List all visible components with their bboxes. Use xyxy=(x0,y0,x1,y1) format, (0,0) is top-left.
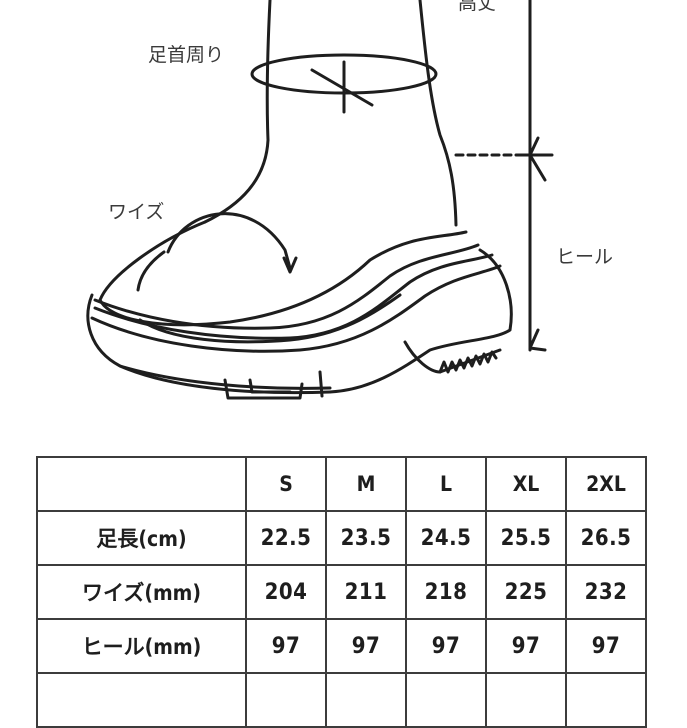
width-arc xyxy=(166,212,292,270)
table-cell: 225 xyxy=(485,564,567,620)
table-cell: 97 xyxy=(405,618,487,674)
boot-shaft-left xyxy=(203,0,272,224)
boot-shaft-right xyxy=(418,0,458,227)
table-cell: 22.5 xyxy=(245,510,327,566)
table-cell: 24.5 xyxy=(405,510,487,566)
row-label xyxy=(36,672,247,728)
width-label: ワイズ xyxy=(108,201,165,223)
table-row: 足長(cm) 22.5 23.5 24.5 25.5 26.5 xyxy=(36,510,647,566)
row-label: ワイズ(mm) xyxy=(36,564,247,620)
table-cell: 97 xyxy=(245,618,327,674)
sole-layer-1 xyxy=(93,243,480,330)
table-row: ヒール(mm) 97 97 97 97 97 xyxy=(36,618,647,674)
table-cell: 211 xyxy=(325,564,407,620)
table-header-row: S M L XL 2XL xyxy=(36,456,647,512)
table-cell: 97 xyxy=(565,618,647,674)
table-header-cell: 2XL xyxy=(565,456,647,512)
table-cell: 23.5 xyxy=(325,510,407,566)
boot-measurement-diagram xyxy=(86,0,554,400)
table-cell xyxy=(245,672,327,728)
table-cell: 218 xyxy=(405,564,487,620)
table-cell: 97 xyxy=(325,618,407,674)
table-row: ワイズ(mm) 204 211 218 225 232 xyxy=(36,564,647,620)
row-label: 足長(cm) xyxy=(36,510,247,566)
sole-layer-3 xyxy=(90,264,502,353)
table-cell: 25.5 xyxy=(485,510,567,566)
size-table: S M L XL 2XL 足長(cm) 22.5 23.5 24.5 25.5 … xyxy=(36,456,647,728)
ankle-circumference-label: 足首周り xyxy=(148,44,225,66)
heel-label: ヒール xyxy=(556,246,614,268)
table-header-cell: S xyxy=(245,456,327,512)
table-cell xyxy=(405,672,487,728)
table-cell xyxy=(325,672,407,728)
table-header-cell: M xyxy=(325,456,407,512)
table-header-cell: L xyxy=(405,456,487,512)
heel-block xyxy=(223,378,304,400)
table-row xyxy=(36,672,647,728)
table-header-cell: XL xyxy=(485,456,567,512)
table-cell: 204 xyxy=(245,564,327,620)
row-label: ヒール(mm) xyxy=(36,618,247,674)
table-cell: 97 xyxy=(485,618,567,674)
boot-upper xyxy=(98,220,468,327)
table-cell: 26.5 xyxy=(565,510,647,566)
table-cell: 232 xyxy=(565,564,647,620)
table-header-corner xyxy=(36,456,247,512)
heel-teeth xyxy=(438,350,498,374)
height-label: 高丈 xyxy=(458,0,497,14)
table-cell xyxy=(485,672,567,728)
table-cell xyxy=(565,672,647,728)
